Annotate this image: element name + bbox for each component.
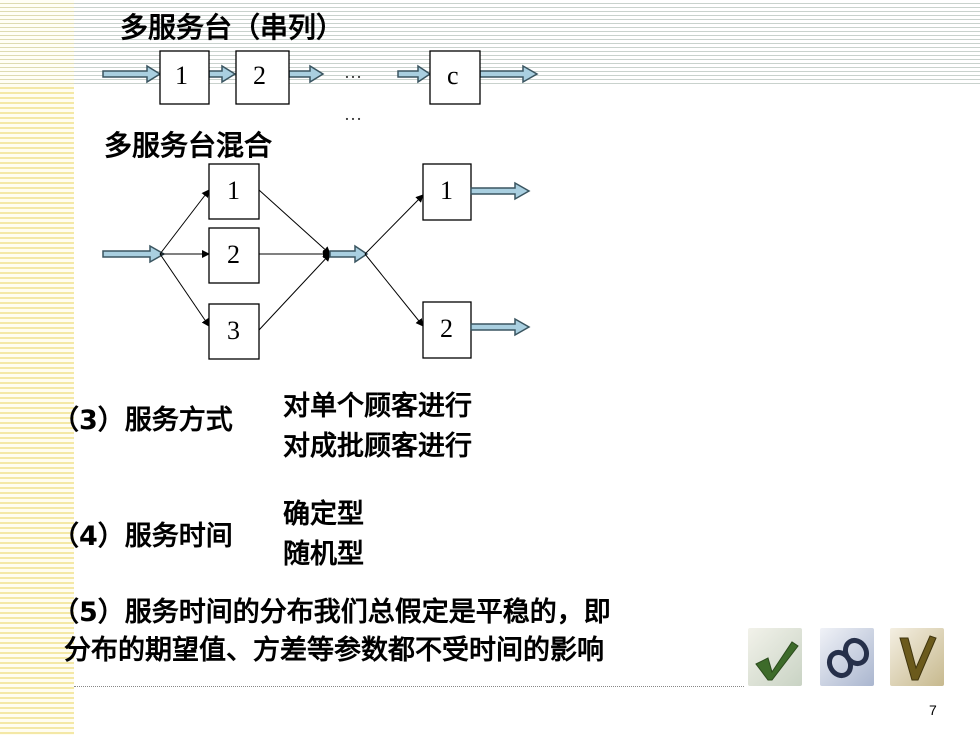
serial-arrow-1-2: [208, 64, 237, 84]
item5-line-1: （5）服务时间的分布我们总假定是平稳的，即: [52, 597, 611, 628]
mixed-left-box-3-label: 3: [227, 316, 240, 345]
left-stripes: [0, 84, 74, 735]
fan-in-line-3: [258, 253, 331, 331]
serial-box-2: [235, 50, 290, 105]
glasses-icon: [820, 628, 874, 686]
checkmark-icon: [748, 628, 802, 686]
mixed-right-box-2-label: 2: [440, 314, 453, 343]
item3-option-2: 对成批顾客进行: [283, 431, 472, 462]
item3-option-1: 对单个顾客进行: [283, 391, 472, 422]
serial-ellipsis-top: …: [344, 62, 362, 82]
serial-box-c: [429, 50, 481, 105]
serial-box-1-label: 1: [175, 61, 188, 90]
item4-option-1: 确定型: [283, 499, 364, 530]
item3-label: （3）服务方式: [52, 405, 233, 436]
serial-box-1: [159, 50, 210, 105]
serial-box-c-label: c: [447, 61, 459, 90]
mixed-title: 多服务台混合: [104, 129, 273, 162]
mixed-left-box-1-label: 1: [227, 176, 240, 205]
item4-label: （4）服务时间: [52, 521, 233, 552]
fan-out-right-line-1: [364, 194, 424, 255]
mixed-left-box-2: [208, 227, 260, 284]
mixed-left-box-2-label: 2: [227, 240, 240, 269]
serial-ellipsis-bottom: …: [344, 104, 362, 124]
v-letter-icon: [890, 628, 944, 686]
fan-out-line-1: [159, 189, 210, 255]
mixed-arrow-out-2: [470, 317, 531, 337]
left-stripes-top: [0, 0, 74, 84]
serial-arrow-2-out: [288, 64, 325, 84]
serial-arrow-in: [102, 64, 162, 84]
item5-line-2: 分布的期望值、方差等参数都不受时间的影响: [64, 635, 604, 666]
item4-option-2: 随机型: [283, 539, 364, 570]
footer-divider: [74, 686, 744, 687]
mixed-arrow-out-1: [470, 181, 531, 201]
page-number: 7: [929, 702, 937, 718]
mixed-right-box-2: [422, 301, 472, 359]
mixed-arrow-in: [102, 244, 166, 264]
fan-out-right-line-2: [364, 253, 424, 327]
header-divider: [74, 84, 980, 86]
serial-arrow-in-c: [397, 64, 432, 84]
serial-box-2-label: 2: [253, 61, 266, 90]
serial-title: 多服务台（串列）: [120, 11, 345, 44]
serial-arrow-out: [479, 64, 539, 84]
mixed-left-box-1: [208, 163, 260, 220]
fan-out-line-3: [159, 253, 210, 327]
mixed-arrow-middle: [329, 244, 369, 264]
mixed-right-box-1-label: 1: [440, 176, 453, 205]
mixed-left-box-3: [208, 303, 260, 360]
fan-in-line-1: [258, 189, 331, 255]
